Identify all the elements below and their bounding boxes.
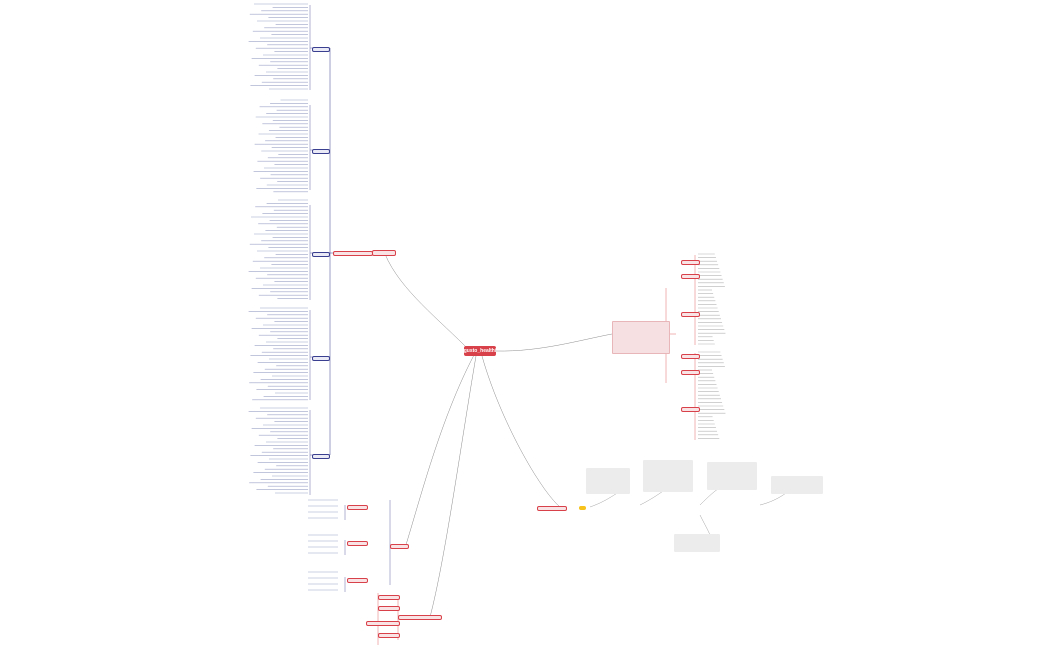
bottom-leaves-2 — [308, 534, 338, 554]
bottom-leaves-3 — [308, 571, 338, 591]
right-leaves-2 — [698, 351, 726, 439]
bottom-sub-1[interactable] — [347, 505, 368, 510]
left-group-2[interactable] — [312, 149, 330, 154]
note-4 — [771, 476, 823, 494]
bottom-red-branch[interactable] — [398, 615, 442, 620]
bottom-brackets — [344, 500, 391, 592]
note-1 — [586, 468, 630, 494]
right-branch-4[interactable] — [681, 354, 700, 359]
link-root-right-bottom — [481, 355, 561, 508]
bottom-sub-3[interactable] — [347, 578, 368, 583]
right-branch-6[interactable] — [681, 407, 700, 412]
left-group-1[interactable] — [312, 47, 330, 52]
right-branch-5[interactable] — [681, 370, 700, 375]
left-leaves-4 — [248, 307, 308, 401]
left-leaves-3 — [248, 199, 308, 299]
left-group-3[interactable] — [312, 252, 330, 257]
right-branch-2[interactable] — [681, 274, 700, 279]
root-node[interactable]: gusto_healthi — [463, 346, 497, 356]
bottom-branch[interactable] — [390, 544, 409, 549]
right-branch-1[interactable] — [681, 260, 700, 265]
note-5 — [674, 534, 720, 552]
bottom-right-branch[interactable] — [537, 506, 567, 511]
link-root-right — [495, 333, 613, 352]
left-leaves-5 — [248, 407, 308, 494]
right-branch-3[interactable] — [681, 312, 700, 317]
left-leaves-2 — [253, 99, 308, 193]
yellow-badge — [579, 506, 586, 510]
right-main-note — [612, 321, 670, 354]
left-brackets — [309, 5, 330, 495]
bottom-red-sub-3[interactable] — [366, 621, 400, 626]
link-root-left-bottom — [404, 354, 475, 549]
branch-node-left[interactable] — [372, 250, 396, 256]
bottom-leaves-1 — [308, 499, 338, 519]
link-root-left-top — [384, 253, 471, 352]
right-leaves-1 — [698, 253, 726, 345]
branch-node-left-sub[interactable] — [333, 251, 373, 256]
right-brackets — [665, 255, 696, 440]
bottom-sub-2[interactable] — [347, 541, 368, 546]
left-group-4[interactable] — [312, 356, 330, 361]
bottom-red-sub-1[interactable] — [378, 595, 400, 600]
bottom-red-sub-4[interactable] — [378, 633, 400, 638]
note-2 — [643, 460, 693, 492]
note-3 — [707, 462, 757, 490]
link-root-bottom — [429, 355, 477, 618]
left-leaves-1 — [248, 3, 308, 90]
left-group-5[interactable] — [312, 454, 330, 459]
bottom-red-sub-2[interactable] — [378, 606, 400, 611]
